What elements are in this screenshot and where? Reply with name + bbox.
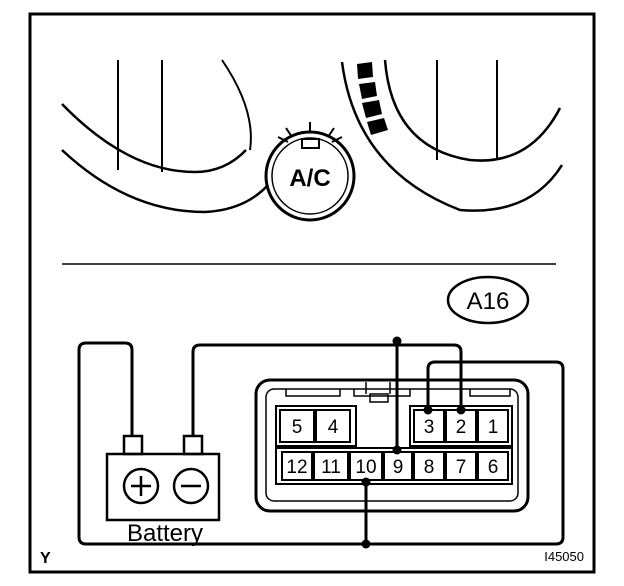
wire-battery-negative (191, 343, 463, 436)
wire-junctions (361, 336, 466, 549)
outer-frame (28, 12, 596, 574)
pin-5: 5 (292, 417, 303, 438)
ac-label: A/C (289, 165, 330, 192)
pin-12: 12 (286, 457, 307, 478)
pin-3: 3 (424, 417, 435, 438)
pin-10: 10 (355, 457, 376, 478)
positive-symbol (122, 467, 160, 505)
pin-8: 8 (424, 457, 435, 478)
connector-housing (254, 378, 530, 513)
pin-1: 1 (488, 417, 499, 438)
battery-terminal-positive (122, 434, 144, 456)
pin-6: 6 (488, 457, 499, 478)
wires (77, 338, 565, 546)
pin-4: 4 (328, 417, 339, 438)
connector-code-badge (446, 275, 530, 325)
pin-2: 2 (456, 417, 467, 438)
battery (105, 434, 221, 522)
pin-11: 11 (321, 457, 341, 478)
pin-7: 7 (456, 457, 467, 478)
battery-terminal-negative (182, 434, 204, 456)
figure-id: I45050 (544, 549, 584, 564)
connector-code: A16 (467, 288, 510, 315)
fan-level-bars (357, 62, 388, 135)
battery-body (105, 452, 221, 522)
negative-symbol (172, 467, 210, 505)
battery-label: Battery (127, 520, 203, 547)
pin-9: 9 (393, 457, 404, 478)
panel-illustration (61, 59, 564, 222)
indicator-lamp (301, 138, 320, 149)
corner-mark: Y (40, 550, 51, 567)
wire-battery-positive (77, 341, 565, 546)
